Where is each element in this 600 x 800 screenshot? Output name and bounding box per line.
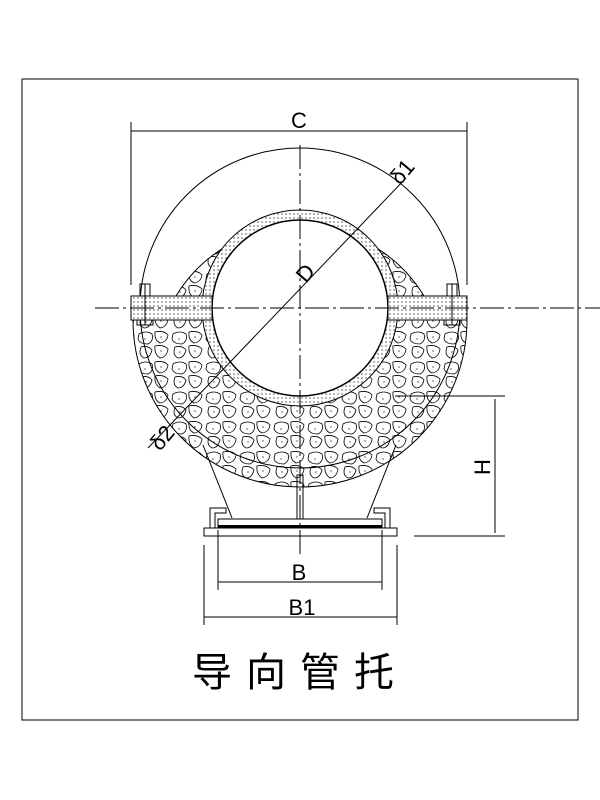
- base-plate: [203, 507, 398, 537]
- dimension-delta1: δ1: [385, 154, 420, 189]
- bolt-left: [136, 283, 154, 326]
- support-legs: [202, 444, 397, 519]
- bolt-right: [443, 283, 461, 326]
- dimension-b: B: [217, 530, 383, 590]
- dimension-c: C: [130, 108, 468, 285]
- drawing-title: 导向管托: [192, 650, 408, 696]
- dimension-b1: B1: [203, 545, 398, 625]
- drawing-border: [21, 78, 579, 721]
- diameter-line: [147, 177, 407, 449]
- svg-text:H: H: [470, 459, 495, 475]
- svg-text:B: B: [292, 560, 307, 585]
- svg-text:B1: B1: [289, 595, 316, 620]
- dimension-h: H: [395, 395, 505, 537]
- svg-text:C: C: [291, 108, 307, 133]
